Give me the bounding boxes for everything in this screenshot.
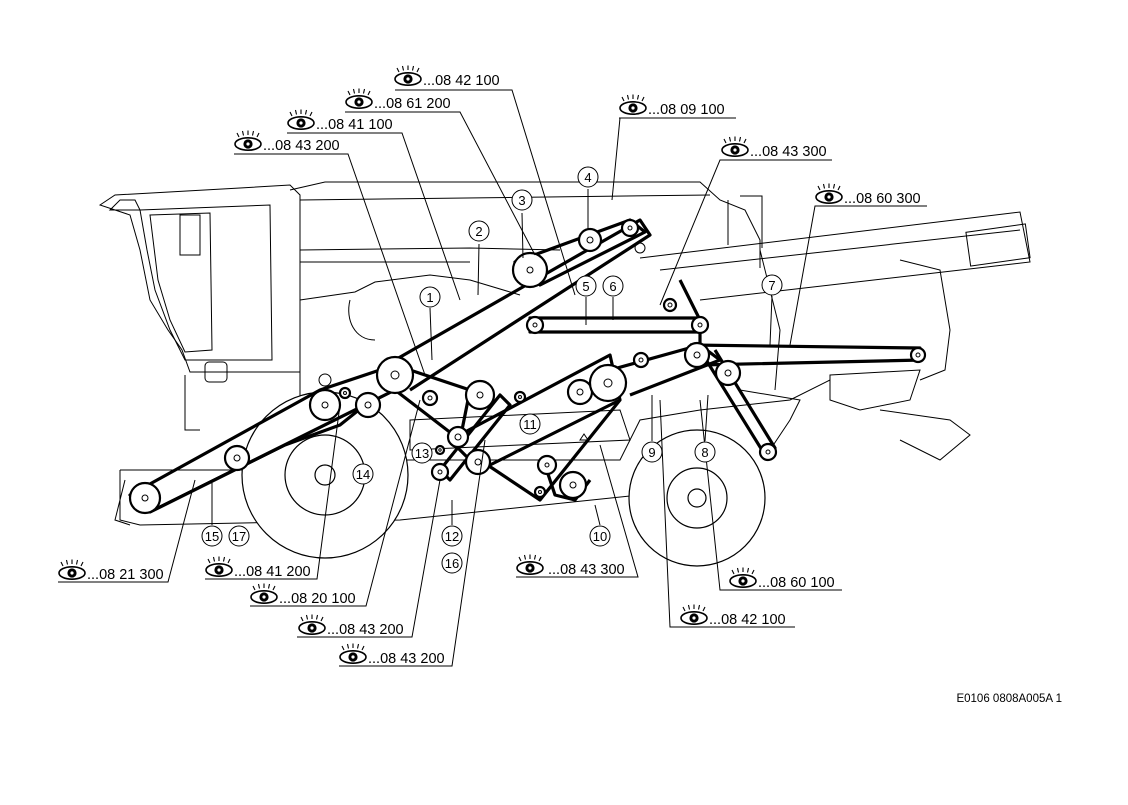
callout-17: 17 (228, 525, 250, 547)
eye-icon (394, 64, 422, 86)
reference-label: ...08 43 200 (234, 129, 340, 154)
reference-label: ...08 43 200 (298, 613, 404, 638)
svg-text:...08 60 100: ...08 60 100 (758, 575, 835, 591)
callout-4: 4 (577, 166, 599, 188)
eye-icon (287, 108, 315, 130)
svg-text:...08 60 300: ...08 60 300 (844, 191, 921, 207)
svg-text:...08 21 300: ...08 21 300 (87, 567, 164, 583)
reference-label: ...08 60 300 (815, 182, 921, 207)
svg-text:16: 16 (445, 556, 459, 571)
svg-text:...08 61 200: ...08 61 200 (374, 96, 451, 112)
svg-text:...08 20 100: ...08 20 100 (279, 591, 356, 607)
svg-text:4: 4 (584, 170, 591, 185)
svg-text:...08 43 200: ...08 43 200 (263, 138, 340, 154)
svg-text:...08 43 200: ...08 43 200 (368, 651, 445, 667)
callout-1: 1 (419, 286, 441, 308)
svg-text:8: 8 (701, 445, 708, 460)
eye-icon (298, 613, 326, 636)
svg-text:1: 1 (426, 290, 433, 305)
callouts: 1 2 3 4 5 6 7 8 9 10 11 12 13 14 15 16 1… (201, 166, 783, 574)
reference-label: ...08 43 200 (339, 642, 445, 667)
eye-icon (205, 555, 233, 578)
drawing-code: E0106 0808A005A 1 (956, 693, 1062, 705)
callout-8: 8 (694, 441, 716, 463)
callout-5: 5 (575, 275, 597, 297)
callout-10: 10 (589, 525, 611, 547)
svg-text:11: 11 (523, 417, 537, 432)
svg-text:12: 12 (445, 529, 459, 544)
eye-icon (345, 87, 373, 109)
leader-lines (58, 89, 927, 667)
eye-icon (721, 135, 749, 157)
reference-label: ...08 61 200 (345, 87, 451, 112)
svg-text:...08 43 300: ...08 43 300 (750, 144, 827, 160)
reference-label: ...08 20 100 (250, 582, 356, 607)
callout-12: 12 (441, 525, 463, 547)
eye-icon (516, 553, 544, 576)
svg-text:13: 13 (415, 446, 429, 461)
svg-text:10: 10 (593, 529, 607, 544)
svg-text:7: 7 (768, 278, 775, 293)
callout-3: 3 (511, 189, 533, 211)
svg-text:9: 9 (648, 445, 655, 460)
svg-text:3: 3 (518, 193, 525, 208)
svg-text:...08 43 300: ...08 43 300 (548, 562, 625, 578)
reference-label: ...08 43 300 (516, 553, 625, 578)
callout-6: 6 (602, 275, 624, 297)
eye-icon (680, 603, 708, 626)
callout-16: 16 (441, 552, 463, 574)
callout-15: 15 (201, 525, 223, 547)
eye-icon (250, 582, 278, 605)
svg-text:17: 17 (232, 529, 246, 544)
svg-text:14: 14 (356, 467, 370, 482)
reference-label: ...08 42 100 (680, 603, 786, 628)
svg-text:15: 15 (205, 529, 219, 544)
eye-icon (815, 182, 843, 204)
eye-icon (234, 129, 262, 151)
svg-text:...08 41 100: ...08 41 100 (316, 117, 393, 133)
reference-label: ...08 41 200 (205, 555, 311, 580)
callout-13: 13 (411, 442, 433, 464)
svg-text:6: 6 (609, 279, 616, 294)
eye-icon (339, 642, 367, 665)
reference-label: ...08 60 100 (729, 566, 835, 591)
callout-11: 11 (519, 413, 541, 435)
callout-14: 14 (352, 463, 374, 485)
pulleys (128, 218, 927, 515)
svg-text:...08 42 100: ...08 42 100 (423, 73, 500, 89)
reference-label: ...08 21 300 (58, 558, 164, 583)
svg-text:5: 5 (582, 279, 589, 294)
svg-text:...08 41 200: ...08 41 200 (234, 564, 311, 580)
svg-text:2: 2 (475, 224, 482, 239)
eye-icon (58, 558, 86, 581)
svg-text:...08 42 100: ...08 42 100 (709, 612, 786, 628)
eye-icon (729, 566, 757, 589)
reference-label: ...08 41 100 (287, 108, 393, 133)
reference-labels: ...08 42 100 ...08 61 200 ...08 41 100 .… (58, 64, 921, 667)
reference-label: ...08 43 300 (721, 135, 827, 160)
svg-text:...08 09 100: ...08 09 100 (648, 102, 725, 118)
reference-label: ...08 09 100 (619, 93, 725, 118)
callout-7: 7 (761, 274, 783, 296)
svg-text:...08 43 200: ...08 43 200 (327, 622, 404, 638)
callout-2: 2 (468, 220, 490, 242)
eye-icon (619, 93, 647, 115)
reference-label: ...08 42 100 (394, 64, 500, 89)
callout-9: 9 (641, 441, 663, 463)
